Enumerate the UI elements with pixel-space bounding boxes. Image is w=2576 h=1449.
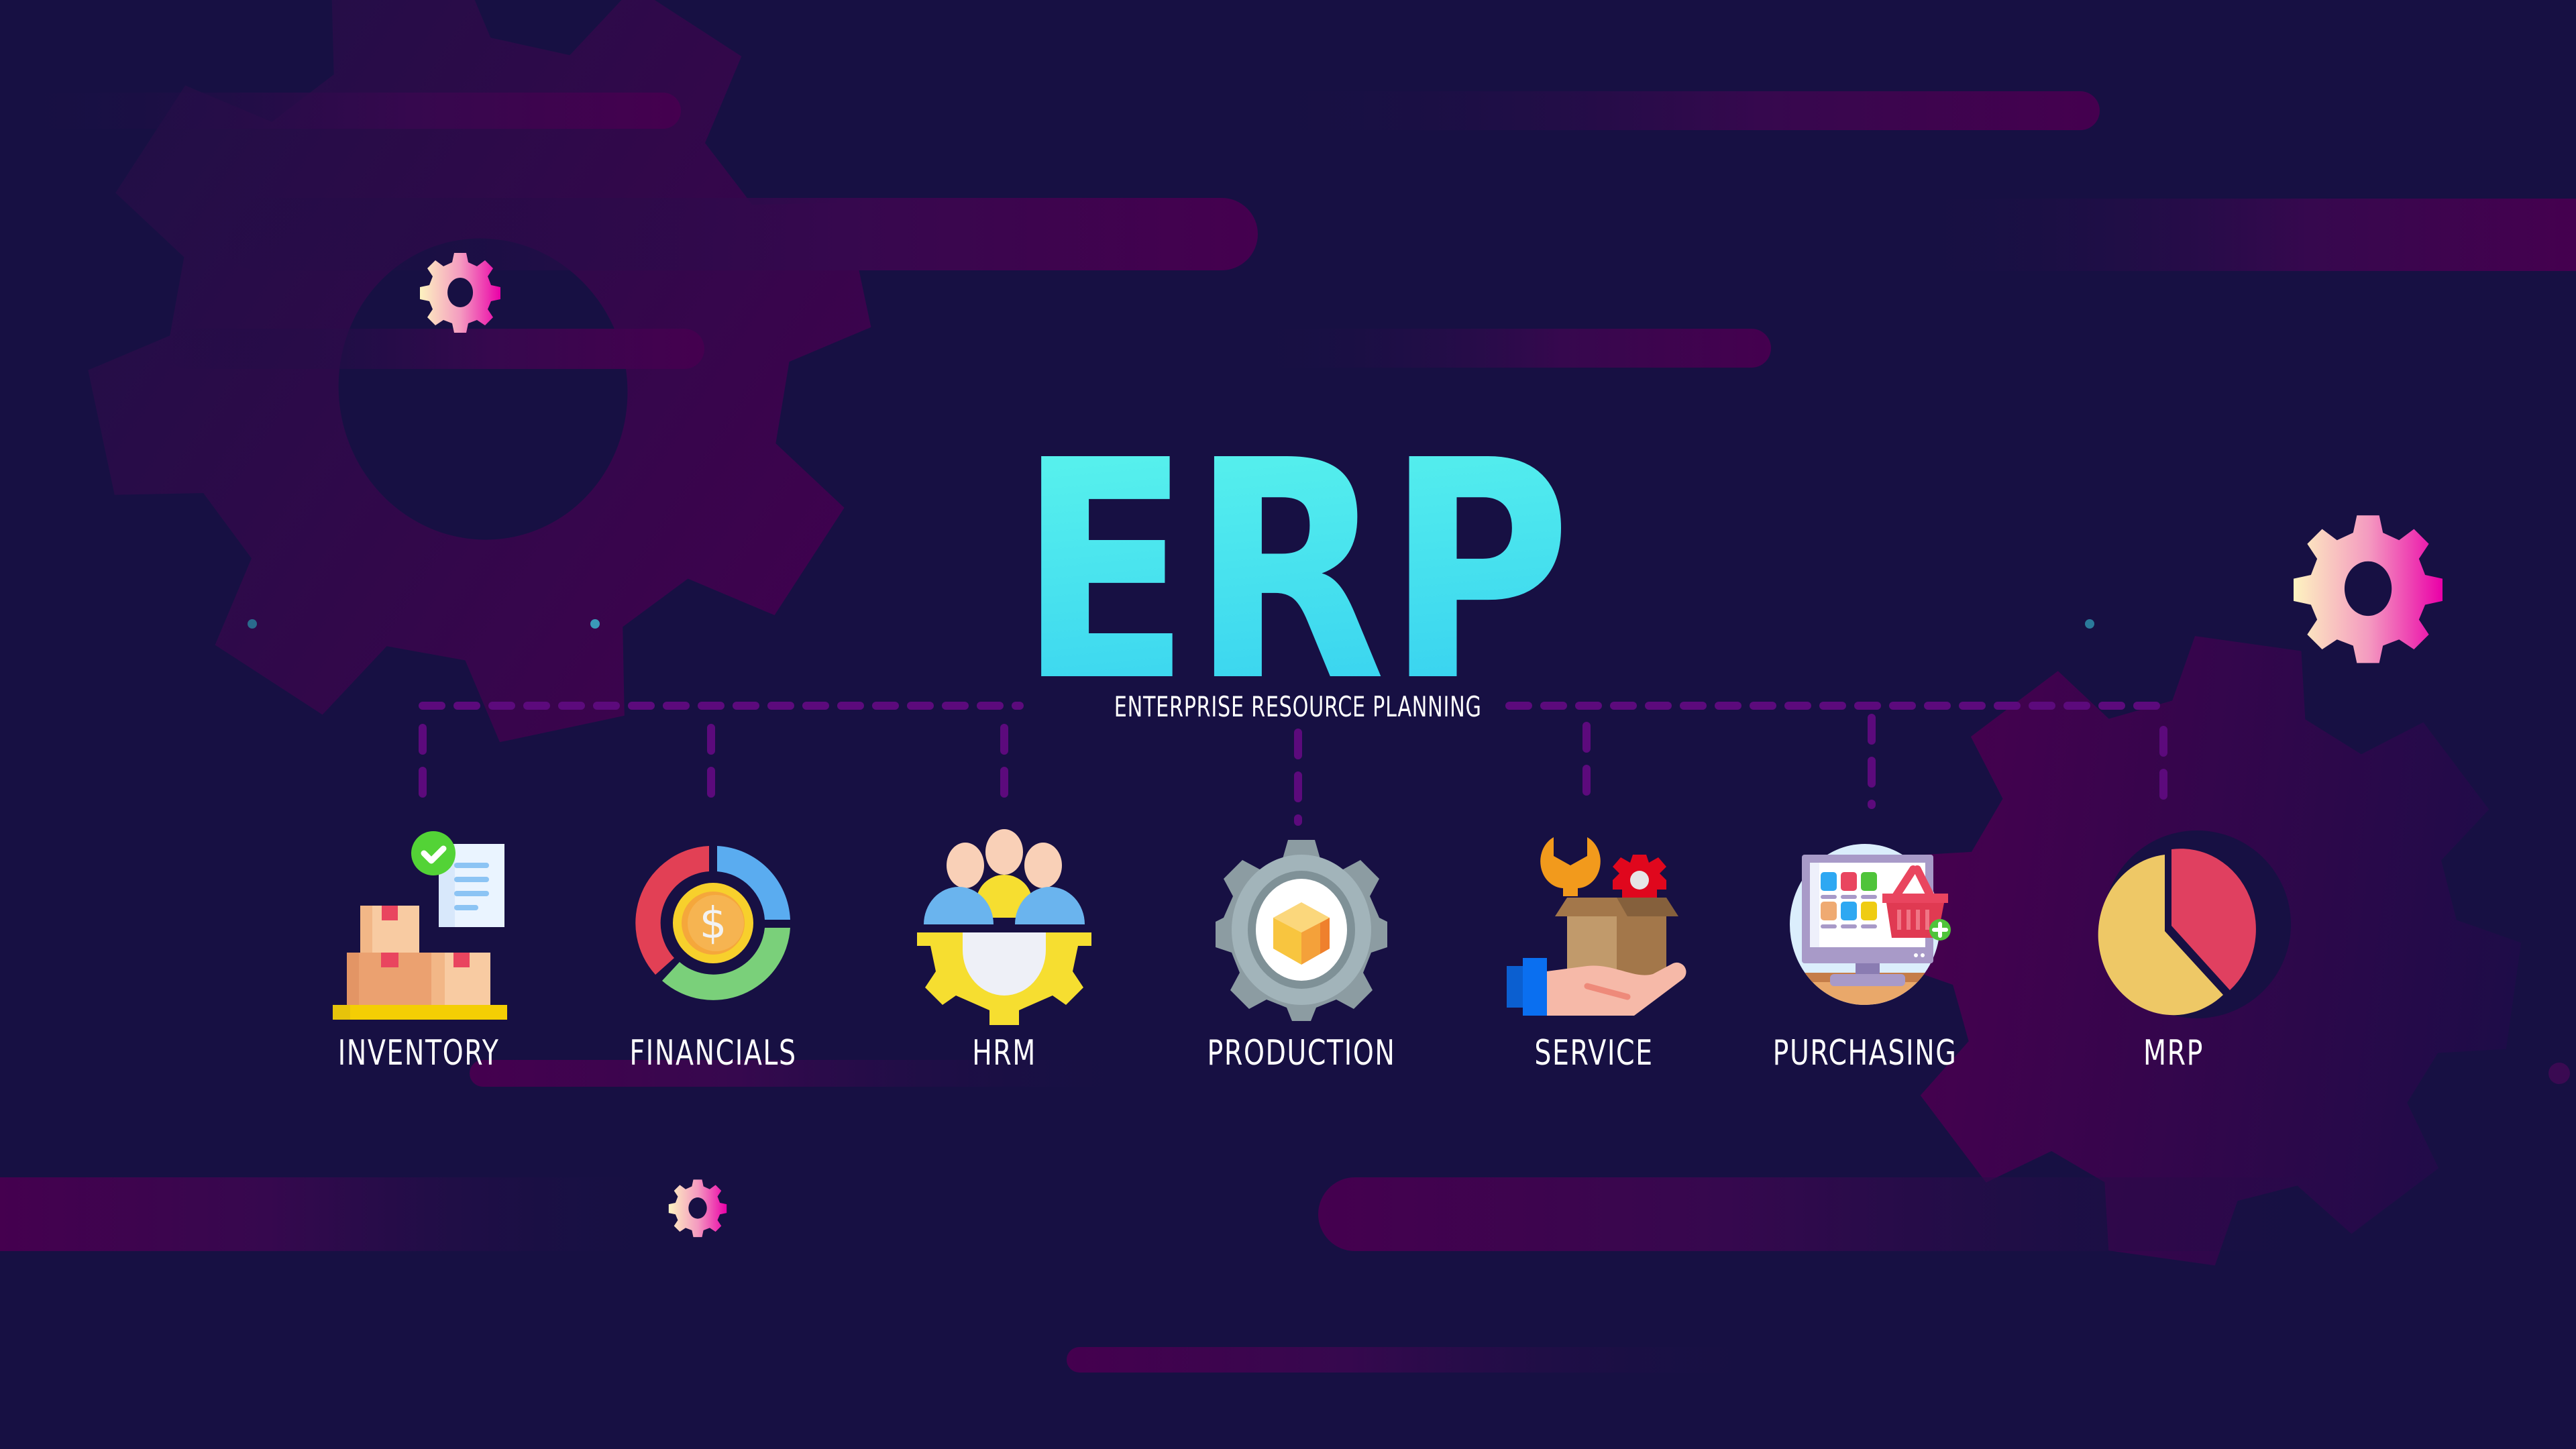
- mrp-pie-chart-icon: [2098, 849, 2256, 1016]
- financials-coin-donut-icon: $: [635, 846, 790, 1000]
- module-label: PRODUCTION: [1207, 1033, 1396, 1073]
- module-label: FINANCIALS: [629, 1033, 797, 1073]
- production-gear-cube-icon: [1216, 840, 1387, 1021]
- decor-streak: [1248, 91, 2100, 130]
- decor-streak: [0, 1177, 671, 1251]
- service-hand-box-tools-icon: [1507, 837, 1686, 1016]
- module-label: SERVICE: [1534, 1033, 1654, 1073]
- small-gear-icon: [420, 253, 500, 333]
- module-hrm[interactable]: HRM: [890, 824, 1118, 1092]
- decor-streak: [1905, 199, 2576, 271]
- decor-streak: [168, 329, 704, 369]
- svg-text:$: $: [700, 899, 727, 949]
- module-purchasing[interactable]: PURCHASING: [1751, 824, 1979, 1092]
- module-label: INVENTORY: [337, 1033, 500, 1073]
- module-label: PURCHASING: [1772, 1033, 1957, 1073]
- connector-lines: [419, 702, 2167, 826]
- hrm-people-gear-icon: [917, 829, 1091, 1025]
- decor-dot: [2548, 1063, 2570, 1084]
- small-gear-icon: [668, 1179, 727, 1238]
- module-label: MRP: [2143, 1033, 2204, 1073]
- large-gear-left-decoration: [88, 0, 871, 743]
- small-gear-icon: [2294, 515, 2443, 663]
- module-financials[interactable]: $ FINANCIALS: [599, 824, 827, 1092]
- module-production[interactable]: PRODUCTION: [1187, 824, 1415, 1092]
- decor-streak: [470, 1060, 1140, 1087]
- module-mrp[interactable]: MRP: [2059, 824, 2288, 1092]
- purchasing-monitor-basket-icon: [1790, 844, 1951, 1005]
- decor-streak: [1318, 1177, 2338, 1251]
- decor-dot: [590, 619, 600, 629]
- decor-dot: [2085, 619, 2094, 629]
- decor-streak: [221, 198, 1258, 270]
- decor-dot: [248, 619, 257, 629]
- module-inventory[interactable]: INVENTORY: [305, 824, 533, 1092]
- decor-streak: [7, 93, 681, 129]
- erp-title: ERP: [1006, 409, 1583, 704]
- decor-streak: [1248, 329, 1771, 368]
- erp-subtitle: ENTERPRISE RESOURCE PLANNING: [1114, 690, 1482, 723]
- decor-streak: [1067, 1347, 1771, 1373]
- inventory-boxes-checklist-icon: [333, 831, 507, 1020]
- erp-title-text: ERP: [1018, 409, 1572, 704]
- module-label: HRM: [972, 1033, 1036, 1073]
- module-service[interactable]: SERVICE: [1480, 824, 1708, 1092]
